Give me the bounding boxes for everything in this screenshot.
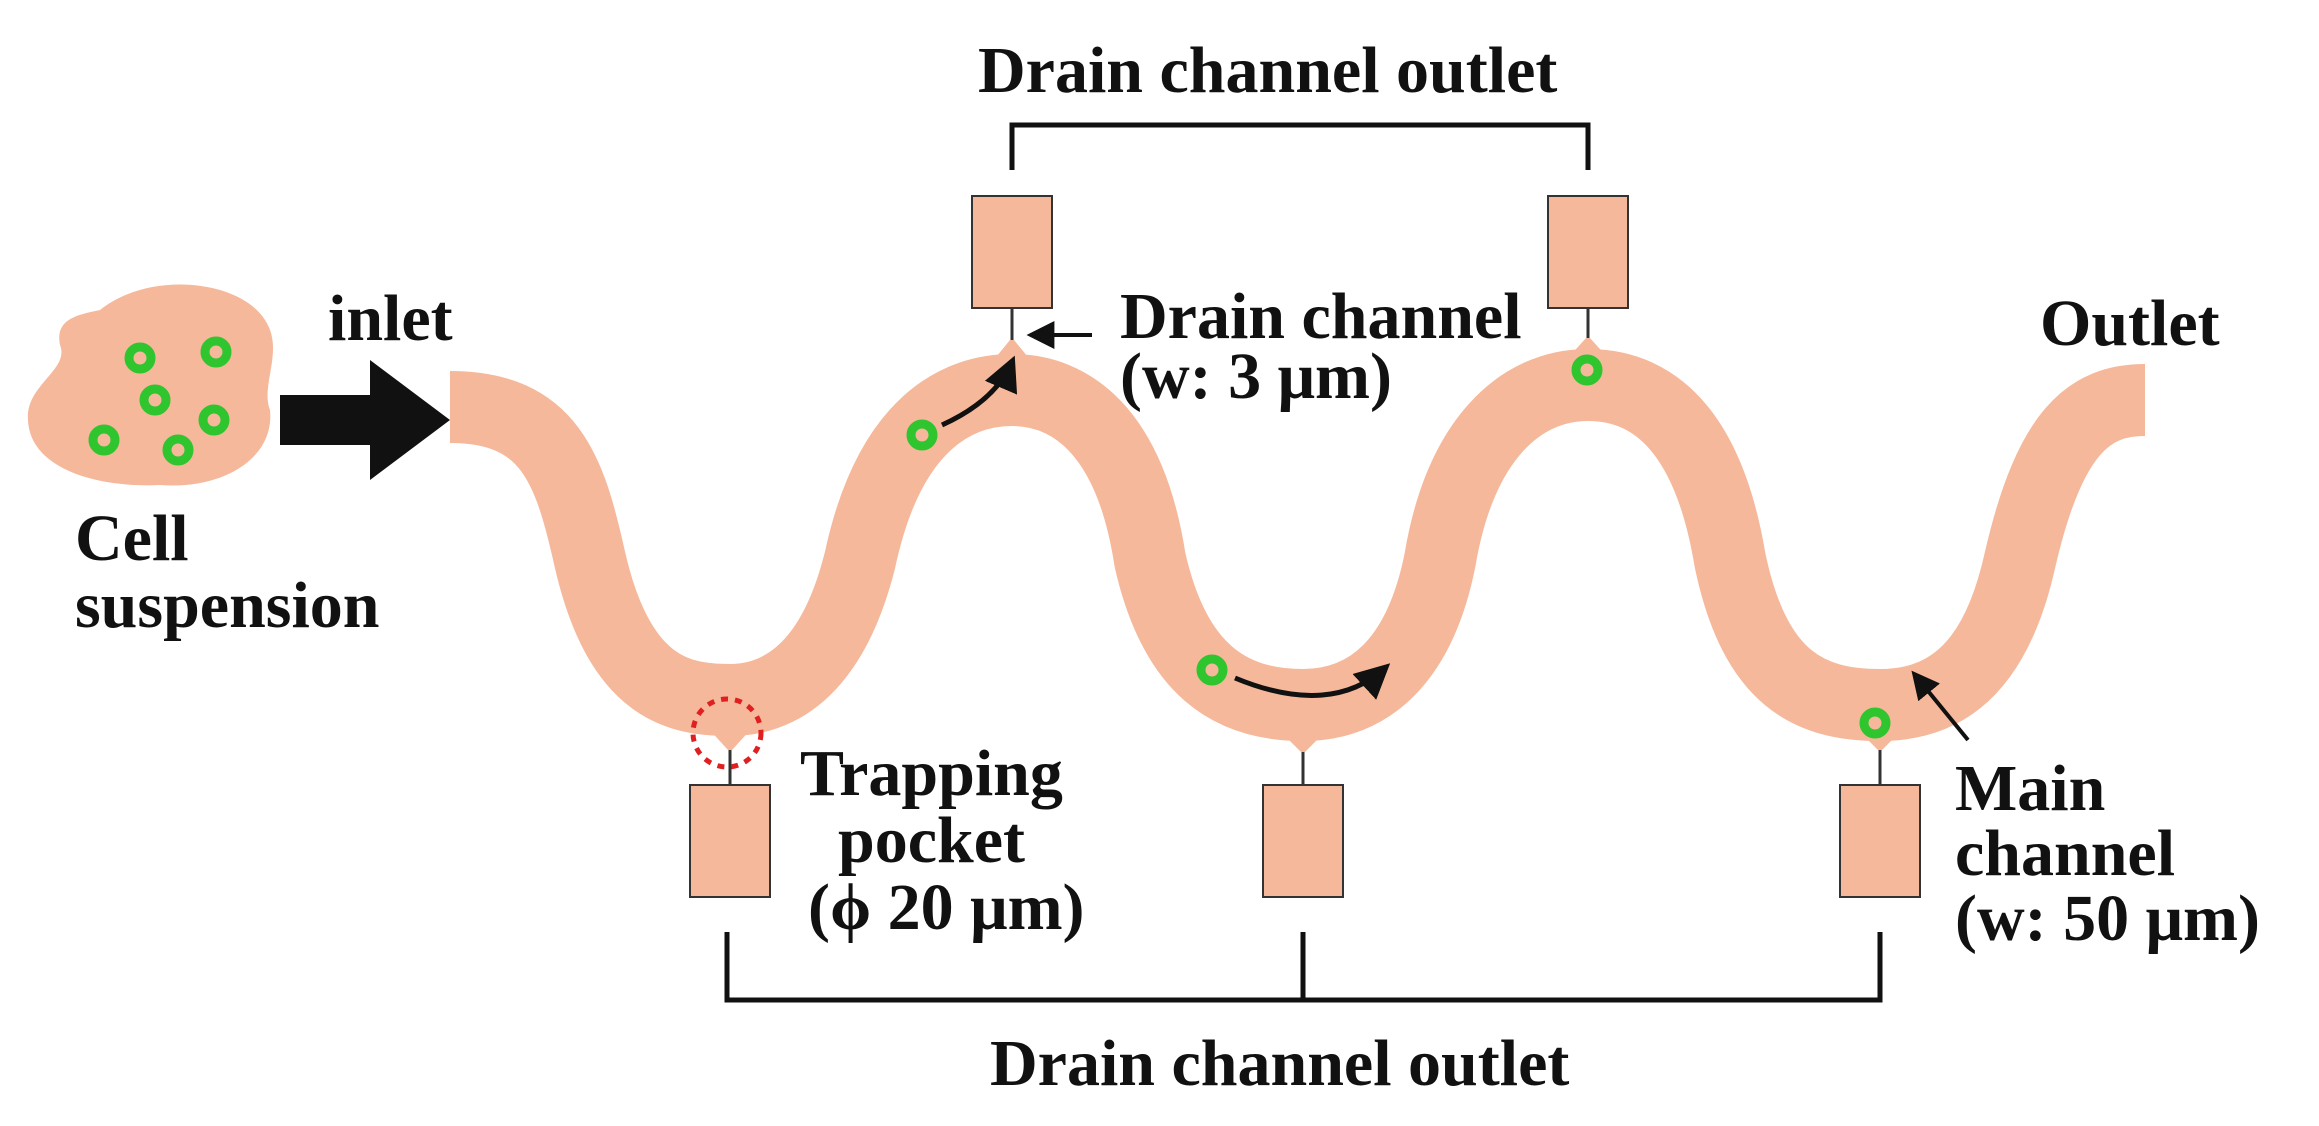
trapping-pocket	[708, 728, 752, 750]
trapping-pocket-highlight	[690, 696, 764, 770]
cell-icon	[200, 336, 232, 368]
inlet-label: inlet	[328, 282, 453, 355]
cell-icon	[1859, 707, 1891, 739]
drain-outlet-bracket-top	[1009, 122, 1591, 170]
trapping-pocket-size: (ϕ 20 μm)	[808, 871, 1085, 944]
cell-icon	[139, 384, 171, 416]
main-channel	[448, 348, 2147, 742]
cell-suspension-label: Cell	[75, 502, 189, 575]
cell-icon	[906, 419, 938, 451]
outlet-label: Outlet	[2040, 287, 2220, 360]
trapping-pocket-label: pocket	[838, 804, 1025, 877]
drain-channel-label: Drain channel	[1120, 280, 1522, 353]
cell-suspension-label: suspension	[75, 569, 380, 642]
cell-icon	[198, 404, 230, 436]
drain-reservoir-top-1	[971, 195, 1053, 355]
drain-outlet-bracket-bottom	[724, 932, 1883, 1003]
cell-icon	[1196, 654, 1228, 686]
drain-channel-width: (w: 3 μm)	[1120, 340, 1392, 413]
cell-icon	[1571, 354, 1603, 386]
trapping-pocket	[992, 340, 1032, 362]
cell-icon	[162, 434, 194, 466]
drain-reservoir-top-2	[1547, 195, 1629, 355]
cell-suspension-blob	[27, 284, 274, 486]
main-channel-pointer	[1911, 670, 1970, 742]
main-channel-label: channel	[1955, 817, 2175, 890]
drain-reservoir-bottom-2	[1262, 740, 1344, 898]
main-channel-label: Main	[1955, 752, 2105, 825]
cell-icon	[88, 424, 120, 456]
trapping-pocket	[1281, 732, 1325, 752]
inlet-arrow-icon	[280, 360, 450, 480]
drain-reservoir-bottom-3	[1839, 740, 1921, 898]
curved-arrow-icon	[940, 355, 1018, 428]
trapping-pocket	[1568, 338, 1608, 358]
cell-icon	[124, 342, 156, 374]
channel-cells	[906, 354, 1891, 739]
drain-outlet-bottom-label: Drain channel outlet	[990, 1027, 1569, 1100]
curved-arrow-icon	[1234, 663, 1391, 700]
drain-reservoir-bottom-1	[689, 740, 771, 898]
drain-outlet-top-label: Drain channel outlet	[978, 34, 1557, 107]
main-channel-width: (w: 50 μm)	[1955, 882, 2260, 955]
trapping-pocket-label: Trapping	[800, 737, 1063, 810]
